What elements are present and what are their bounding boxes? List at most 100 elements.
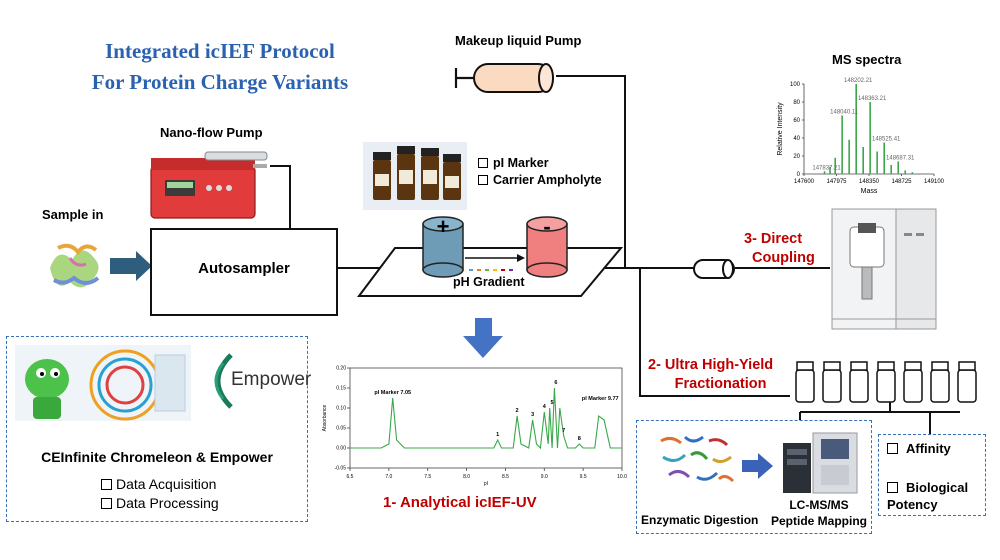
fraction-vials [795,361,977,403]
lcms-label: LC-MS/MS Peptide Mapping [771,498,867,528]
reagent-checklist: pI Marker Carrier Ampholyte [478,155,602,189]
x-tick-label: 148350 [859,179,880,185]
x-tick-label: 7.5 [424,474,431,480]
reagent-item-carrier-ampholyte: Carrier Ampholyte [478,172,602,189]
empower-logo-text: Empower [231,369,312,390]
mass-peak-label: 147837.21 [812,165,841,171]
nanoflow-pump-device [150,151,268,219]
step-1-label: 1- Analytical icIEF-UV [383,494,537,511]
step-3-label: 3- Direct Coupling [744,231,815,266]
peak-annotation: 3 [531,412,534,418]
x-tick-label: 6.5 [347,474,354,480]
peptide-fragments-graphic [660,435,735,483]
peak-annotation: 4 [543,404,547,410]
y-tick-label: 0.00 [336,446,346,452]
x-tick-label: 149100 [924,179,945,185]
y-tick-label: 0 [797,172,801,178]
checkbox-icon [101,498,112,509]
empower-logo-icon [214,353,233,409]
assay-item-potency: Biological Potency [887,480,969,512]
mass-peak-label: 148363.21 [858,96,887,102]
assay-item-affinity: Affinity [887,441,951,456]
digestion-to-lcms-arrow [742,453,773,479]
fraction-vial [822,361,842,403]
fraction-vial [930,361,950,403]
peak-annotation: 2 [516,408,519,414]
y-tick-label: -0.05 [335,466,347,472]
mass-peak-label: 148040.11 [830,110,859,116]
y-tick-label: 40 [793,136,800,142]
software-item-acquisition: Data Acquisition [101,475,219,494]
ph-gradient-label: pH Gradient [453,275,525,289]
checkbox-icon [887,482,898,493]
x-tick-label: 148725 [891,179,912,185]
autosampler-label: Autosampler [198,260,290,277]
x-tick-label: 9.5 [580,474,587,480]
fraction-vial [903,361,923,403]
lcms-instrument [783,432,858,494]
mass-peak-label: 148687.31 [886,155,915,161]
chromeleon-graphic [15,345,191,421]
diagram-title: Integrated icIEF Protocol For Protein Ch… [40,36,400,98]
makeup-pump-line [556,75,626,268]
nanoflow-pump-label: Nano-flow Pump [160,125,263,140]
x-tick-label: 10.0 [617,474,627,480]
anode-plus-sign: + [436,214,450,239]
autosampler-box: Autosampler [150,228,338,316]
software-item-processing: Data Processing [101,494,219,513]
checkbox-icon [101,479,112,490]
y-tick-label: 100 [790,82,801,88]
title-line-1: Integrated icIEF Protocol [105,39,335,63]
makeup-pump-label: Makeup liquid Pump [455,33,582,48]
coupling-emitter [693,259,735,279]
cathode-minus-sign: - [543,214,551,239]
y-tick-label: 0.20 [336,366,346,372]
x-tick-label: 147600 [794,179,815,185]
y-tick-label: 20 [793,154,800,160]
plot-frame [349,367,623,469]
fraction-vial [849,361,869,403]
y-axis-label: Relative Intensity [777,102,784,156]
y-tick-label: 0.15 [336,386,346,392]
software-checklist: Data Acquisition Data Processing [101,475,219,513]
peak-annotation: 7 [562,428,565,434]
y-tick-label: 60 [793,118,800,124]
peak-annotation: 1 [496,432,499,438]
checkbox-icon [887,443,898,454]
checkbox-icon [478,175,488,185]
peak-annotation: 5 [551,400,554,406]
sample-in-label: Sample in [42,207,104,222]
step-2-label: 2- Ultra High-Yield Fractionation [648,357,774,392]
makeup-pump-syringe [454,63,554,93]
downward-flow-arrow [463,318,503,358]
y-tick-label: 0.10 [336,406,346,412]
fraction-vial [876,361,896,403]
junction-to-fraction-line [639,268,790,397]
uv-trace-line [350,387,622,450]
fraction-vial [957,361,977,403]
x-axis-label: pI [484,481,488,487]
x-axis-label: Mass [861,188,878,195]
mass-peak-label: 148202.21 [844,78,873,84]
y-tick-label: 0.05 [336,426,346,432]
mass-spectrometer [831,208,937,330]
peak-annotation: 6 [554,380,557,386]
peak-annotation: 8 [578,436,581,442]
y-axis-label: Absorbance [322,404,328,431]
peak-annotation: pI Marker 7.05 [374,390,411,396]
fraction-vial [795,361,815,403]
enzymatic-digestion-label: Enzymatic Digestion [641,513,759,527]
title-line-2: For Protein Charge Variants [91,70,349,94]
x-tick-label: 7.0 [385,474,392,480]
reagent-item-pi-marker: pI Marker [478,155,602,172]
mass-peak-label: 148525.41 [872,137,901,143]
x-tick-label: 147975 [826,179,847,185]
nanopump-to-autosampler-line [270,165,291,228]
capillary-cartridge [357,216,624,297]
protein-structure-image [50,243,100,288]
x-tick-label: 8.5 [502,474,509,480]
software-panel: Empower CEInfinite Chromeleon & Empower … [6,336,312,522]
assays-panel: Affinity Biological Potency [878,434,986,516]
checkbox-icon [478,158,488,168]
